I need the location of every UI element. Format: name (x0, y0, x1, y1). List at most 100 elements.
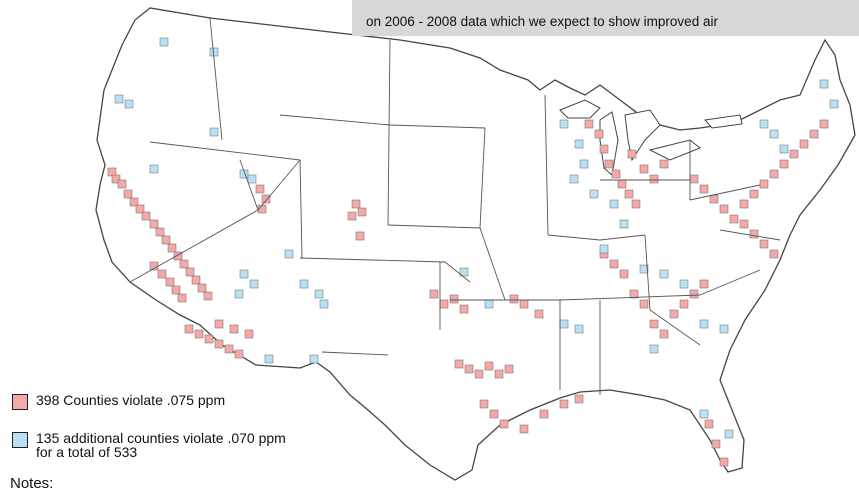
county-075 (704, 419, 714, 429)
county-070 (779, 144, 789, 154)
county-070 (249, 279, 259, 289)
county-075 (799, 139, 809, 149)
county-075 (659, 159, 669, 169)
county-075 (689, 174, 699, 184)
county-075 (489, 409, 499, 419)
county-075 (194, 329, 204, 339)
county-070 (829, 99, 839, 109)
county-075 (157, 269, 167, 279)
county-075 (639, 164, 649, 174)
county-075 (584, 119, 594, 129)
county-070 (724, 429, 734, 439)
county-070 (559, 319, 569, 329)
county-075 (123, 189, 133, 199)
county-075 (357, 207, 367, 217)
county-075 (203, 291, 213, 301)
county-075 (167, 243, 177, 253)
county-075 (719, 204, 729, 214)
county-070 (239, 269, 249, 279)
county-075 (559, 399, 569, 409)
county-075 (439, 299, 449, 309)
county-070 (769, 129, 779, 139)
legend-label-070: 135 additional counties violate .070 ppm (36, 430, 286, 446)
county-075 (659, 329, 669, 339)
county-075 (519, 299, 529, 309)
county-070 (599, 244, 609, 254)
county-075 (224, 344, 234, 354)
county-070 (124, 99, 134, 109)
counties-violate-075-layer (107, 119, 829, 467)
legend-label-075: 398 Counties violate .075 ppm (36, 392, 226, 408)
county-070 (149, 164, 159, 174)
county-075 (759, 179, 769, 189)
county-075 (749, 229, 759, 239)
county-075 (454, 359, 464, 369)
county-070 (589, 189, 599, 199)
county-070 (459, 267, 469, 277)
county-070 (574, 139, 584, 149)
county-075 (649, 174, 659, 184)
county-075 (355, 231, 365, 241)
county-070 (264, 354, 274, 364)
us-land-outline (95, 7, 856, 481)
county-075 (611, 169, 621, 179)
county-075 (749, 189, 759, 199)
county-070 (569, 174, 579, 184)
county-075 (173, 251, 183, 261)
county-075 (494, 369, 504, 379)
county-075 (609, 259, 619, 269)
caption-banner: on 2006 - 2008 data which we expect to s… (352, 0, 859, 36)
county-075 (769, 169, 779, 179)
county-075 (709, 194, 719, 204)
county-070 (319, 299, 329, 309)
county-070 (559, 119, 569, 129)
county-075 (594, 129, 604, 139)
legend-item-070: 135 additional counties violate .070 ppm… (12, 431, 286, 459)
notes-heading: Notes: (10, 475, 54, 492)
county-075 (351, 199, 361, 209)
state-borders (129, 17, 781, 395)
county-075 (509, 294, 519, 304)
county-075 (779, 159, 789, 169)
county-075 (204, 334, 214, 344)
county-070 (309, 354, 319, 364)
legend-label-070-total: for a total of 533 (36, 444, 138, 460)
county-070 (699, 319, 709, 329)
county-070 (209, 127, 219, 137)
county-070 (699, 409, 709, 419)
county-075 (177, 293, 187, 303)
county-075 (179, 259, 189, 269)
county-075 (184, 324, 194, 334)
county-075 (769, 249, 779, 259)
county-075 (631, 199, 641, 209)
county-070 (234, 289, 244, 299)
county-075 (191, 275, 201, 285)
county-075 (171, 285, 181, 295)
county-075 (347, 211, 357, 221)
caption-text: on 2006 - 2008 data which we expect to s… (366, 14, 718, 29)
legend-swatch-075 (12, 394, 28, 410)
legend-item-075: 398 Counties violate .075 ppm (12, 393, 225, 410)
county-075 (699, 184, 709, 194)
county-075 (185, 267, 195, 277)
county-075 (214, 319, 224, 329)
county-075 (619, 269, 629, 279)
county-070 (719, 324, 729, 334)
county-075 (719, 457, 729, 467)
counties-violate-070-layer (114, 37, 839, 439)
county-075 (789, 149, 799, 159)
county-075 (255, 184, 265, 194)
county-075 (604, 159, 614, 169)
county-075 (161, 235, 171, 245)
county-075 (479, 399, 489, 409)
county-075 (679, 299, 689, 309)
county-075 (534, 309, 544, 319)
county-075 (149, 219, 159, 229)
county-075 (197, 283, 207, 293)
county-070 (159, 37, 169, 47)
county-075 (111, 174, 121, 184)
county-070 (819, 79, 829, 89)
county-075 (135, 204, 145, 214)
county-070 (484, 299, 494, 309)
